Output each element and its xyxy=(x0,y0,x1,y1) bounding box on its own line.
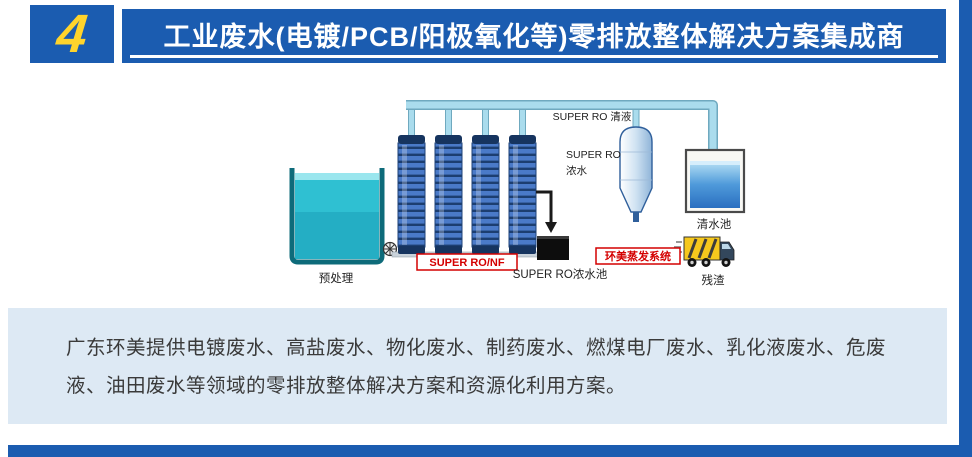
truck-hub xyxy=(704,260,708,265)
process-flow-svg: SUPER RO/NF 环美蒸发系统 SUPER RO 清液 SUPER RO … xyxy=(289,100,746,287)
evaporation-system-label: 环美蒸发系统 xyxy=(595,247,681,265)
concentrate-line xyxy=(536,190,557,233)
truck-hazard-stripes xyxy=(687,238,718,259)
column-highlight xyxy=(402,145,407,245)
label-box xyxy=(416,253,518,271)
pipe-segment xyxy=(482,105,489,139)
permeate-header-pipe xyxy=(406,100,718,156)
membrane-column xyxy=(471,135,500,254)
column-highlight xyxy=(476,145,481,245)
down-arrow-icon xyxy=(545,222,557,233)
column-top-cap xyxy=(509,135,536,144)
truck-hub xyxy=(724,260,728,265)
evaporation-system-label-text: 环美蒸发系统 xyxy=(605,249,671,263)
process-diagram: SUPER RO/NF 环美蒸发系统 SUPER RO 清液 SUPER RO … xyxy=(240,72,780,297)
clean-water-tank xyxy=(684,148,746,214)
concentrate-tank-top xyxy=(537,236,569,239)
evaporator-body xyxy=(619,126,653,213)
pretreatment-tank xyxy=(289,168,398,265)
concentrate-tank xyxy=(537,236,569,260)
column-highlight xyxy=(439,145,444,245)
slide-number-badge: 4 xyxy=(30,4,114,64)
tank-walls xyxy=(289,168,385,265)
tank-water-surface xyxy=(295,173,379,180)
title-underline xyxy=(130,55,938,58)
concentrate-label-line1: SUPER RO xyxy=(566,149,621,161)
pipe-segment xyxy=(519,105,526,139)
column-bottom-cap xyxy=(472,246,499,254)
column-highlight xyxy=(513,145,518,245)
pipe-segment xyxy=(445,105,452,139)
residue-label: 残渣 xyxy=(702,273,725,287)
pipe-fill xyxy=(406,101,717,156)
column-body xyxy=(471,142,500,248)
membrane-column xyxy=(397,135,426,254)
concentrate-label-line2: 浓水 xyxy=(566,165,587,177)
clean-water-tank-label: 清水池 xyxy=(697,218,732,231)
header-bar: 工业废水(电镀/PCB/阳极氧化等)零排放整体解决方案集成商 xyxy=(122,9,946,63)
membrane-unit-label-text: SUPER RO/NF xyxy=(429,257,504,269)
column-bottom-cap xyxy=(435,246,462,254)
description-panel: 广东环美提供电镀废水、高盐废水、物化废水、制药废水、燃煤电厂废水、乳化液废水、危… xyxy=(8,308,947,424)
tank-water-deep xyxy=(295,212,379,259)
concentrate-pipe xyxy=(536,190,553,223)
column-top-cap xyxy=(435,135,462,144)
membrane-columns xyxy=(397,135,537,254)
bottom-accent-bar xyxy=(8,445,972,457)
evaporator-vessel xyxy=(619,126,653,222)
pump-blades xyxy=(384,243,396,255)
evaporator-outlet xyxy=(633,212,639,222)
column-body xyxy=(508,142,537,248)
pipe-segment xyxy=(408,105,415,139)
clean-tank-waterline xyxy=(690,161,740,165)
truck-window xyxy=(722,244,731,249)
column-top-cap xyxy=(472,135,499,144)
membrane-unit-label: SUPER RO/NF xyxy=(416,253,518,271)
concentrate-tank-label: SUPER RO浓水池 xyxy=(513,268,608,281)
concentrate-tank-body xyxy=(537,236,569,260)
evaporator-weld-lines xyxy=(620,151,652,181)
description-text: 广东环美提供电镀废水、高盐废水、物化废水、制药废水、燃煤电厂废水、乳化液废水、危… xyxy=(66,337,887,397)
column-bottom-cap xyxy=(398,246,425,254)
column-bottom-cap xyxy=(509,246,536,254)
column-top-cap xyxy=(398,135,425,144)
membrane-column xyxy=(508,135,537,254)
permeate-label: SUPER RO 清液 xyxy=(553,110,632,123)
clean-tank-water xyxy=(690,161,740,208)
label-box xyxy=(595,247,681,265)
membrane-column xyxy=(434,135,463,254)
page-title: 工业废水(电镀/PCB/阳极氧化等)零排放整体解决方案集成商 xyxy=(163,21,905,52)
slide-number: 4 xyxy=(53,4,91,64)
residue-truck xyxy=(674,236,735,267)
right-accent-bar xyxy=(959,0,972,457)
truck-hub xyxy=(690,260,694,265)
pretreatment-label: 预处理 xyxy=(319,272,354,285)
